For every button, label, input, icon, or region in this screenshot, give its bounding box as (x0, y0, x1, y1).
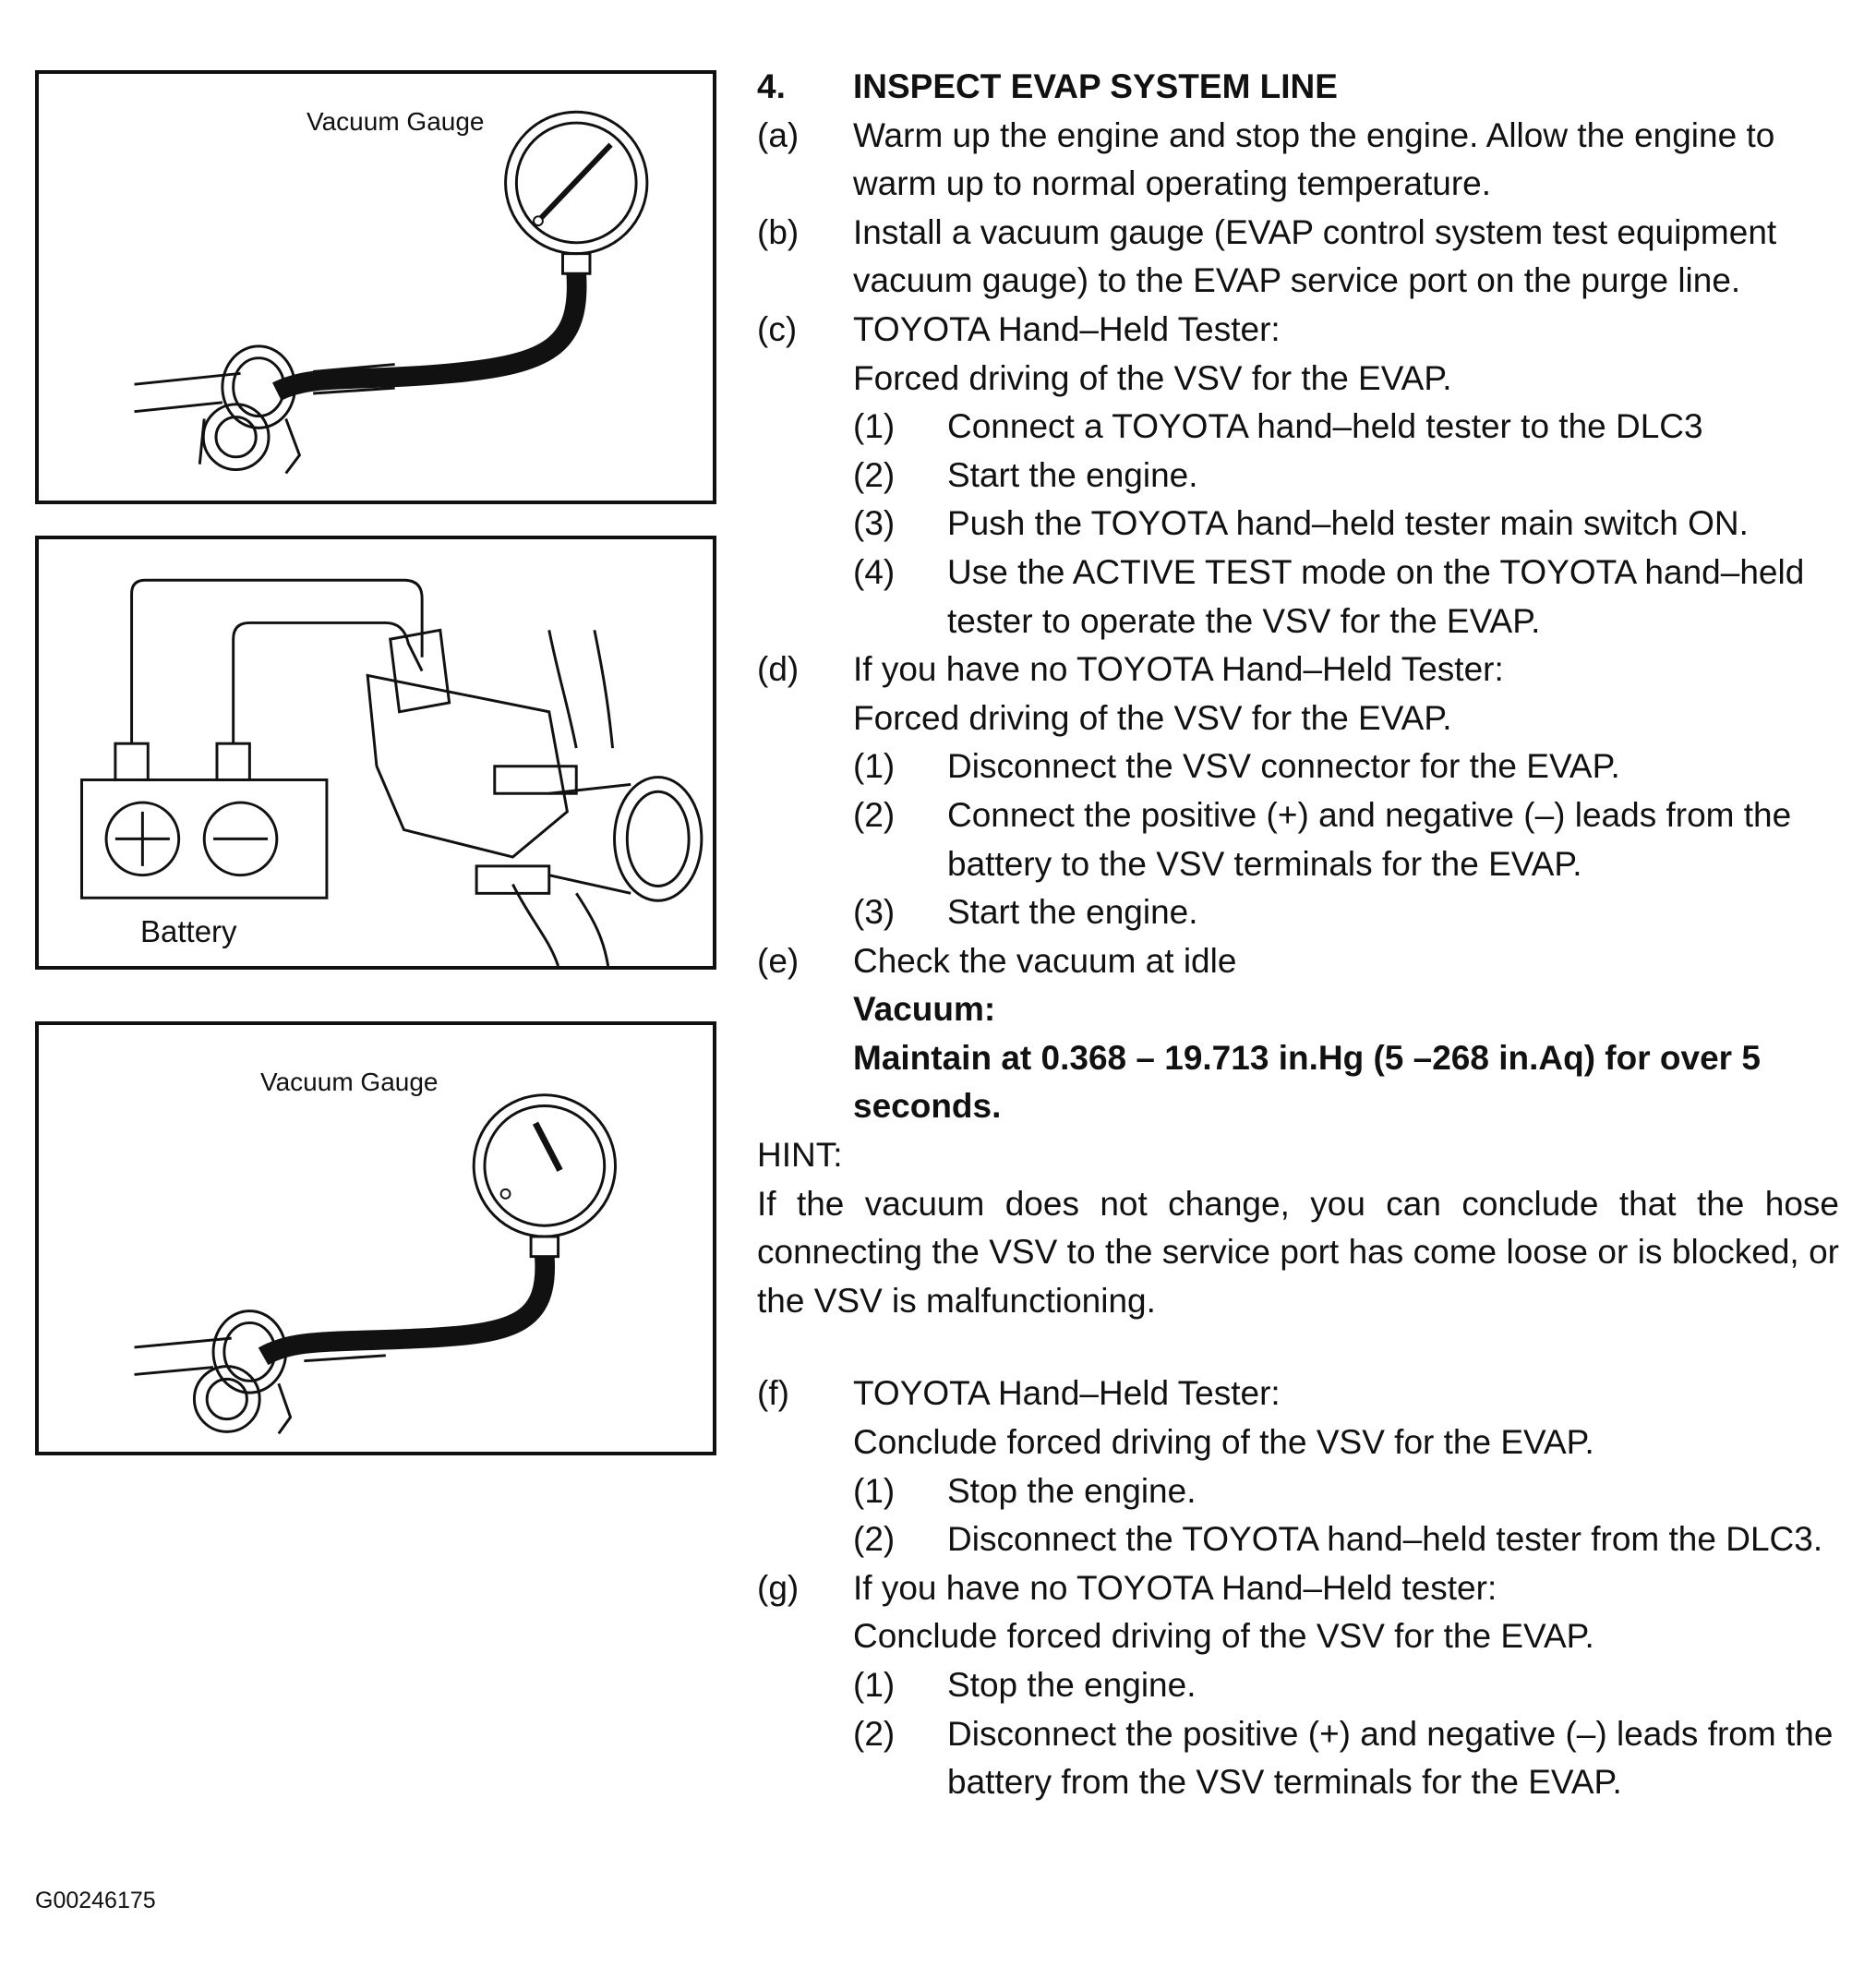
step-marker: (b) (757, 212, 800, 251)
vacuum-gauge-illustration (134, 110, 649, 475)
step-marker: (g) (757, 1568, 800, 1607)
vacuum-gauge-label: Vacuum Gauge (307, 107, 485, 136)
step-line: Forced driving of the VSV for the EVAP. (853, 698, 1452, 737)
substep: (4) Use the ACTIVE TEST mode on the TOYOT… (757, 549, 1839, 646)
battery-label: Battery (140, 914, 237, 948)
figure-battery-vsv-connection: Battery (35, 536, 716, 970)
section-number: 4. (757, 67, 786, 105)
figure-vacuum-gauge-connection: Vacuum Gauge (35, 70, 716, 504)
substep-marker: (1) (853, 407, 896, 446)
substep: (1) Connect a TOYOTA hand–held tester to … (757, 403, 1839, 452)
substep: (2) Disconnect the positive (+) and negat… (757, 1710, 1839, 1807)
substep-marker: (1) (853, 1666, 896, 1704)
step-marker: (c) (757, 309, 798, 348)
hint-text: If the vacuum does not change, you can c… (757, 1184, 1839, 1320)
step-f: (f) TOYOTA Hand–Held Tester: Conclude fo… (757, 1370, 1839, 1466)
step-line: If you have no TOYOTA Hand–Held Tester: (853, 650, 1504, 689)
step-line: If you have no TOYOTA Hand–Held tester: (853, 1568, 1497, 1607)
vacuum-gauge-reading-illustration (134, 1093, 617, 1435)
section-heading: 4. INSPECT EVAP SYSTEM LINE (757, 63, 1839, 112)
step-line: Check the vacuum at idle (853, 941, 1237, 980)
vacuum-gauge-label-bottom: Vacuum Gauge (260, 1068, 439, 1096)
step-d: (d) If you have no TOYOTA Hand–Held Test… (757, 646, 1839, 742)
substep-marker: (2) (853, 1714, 896, 1753)
step-marker: (e) (757, 941, 800, 980)
substep-text: Disconnect the positive (+) and negative… (947, 1714, 1834, 1802)
step-line: Forced driving of the VSV for the EVAP. (853, 358, 1452, 397)
battery-vsv-illustration (80, 578, 704, 966)
substep-marker: (3) (853, 893, 896, 932)
step-a: (a) Warm up the engine and stop the engi… (757, 112, 1839, 209)
substep-marker: (2) (853, 795, 896, 834)
substep-text: Use the ACTIVE TEST mode on the TOYOTA h… (947, 552, 1805, 640)
substep-text: Push the TOYOTA hand–held tester main sw… (947, 504, 1749, 543)
substep-text: Disconnect the TOYOTA hand–held tester f… (947, 1520, 1823, 1559)
substep-marker: (1) (853, 1471, 896, 1510)
substep-text: Disconnect the VSV connector for the EVA… (947, 747, 1620, 786)
step-text: Install a vacuum gauge (EVAP control sys… (853, 212, 1777, 300)
substep: (3) Start the engine. (757, 888, 1839, 937)
step-marker: (f) (757, 1374, 789, 1413)
substep: (2) Start the engine. (757, 452, 1839, 501)
substep-marker: (1) (853, 747, 896, 786)
substep-text: Start the engine. (947, 455, 1198, 494)
substep-text: Stop the engine. (947, 1471, 1197, 1510)
substep-text: Start the engine. (947, 893, 1198, 932)
step-e: (e) Check the vacuum at idle Vacuum: Mai… (757, 937, 1839, 1131)
section-title: INSPECT EVAP SYSTEM LINE (853, 67, 1338, 105)
spec-label: Vacuum: (853, 990, 996, 1029)
substep: (2) Disconnect the TOYOTA hand–held teste… (757, 1515, 1839, 1564)
step-text: Warm up the engine and stop the engine. … (853, 115, 1775, 203)
step-line: TOYOTA Hand–Held Tester: (853, 309, 1281, 348)
procedure-text: 4. INSPECT EVAP SYSTEM LINE (a) Warm up … (757, 63, 1839, 1807)
figure-vacuum-gauge-reading: Vacuum Gauge (35, 1021, 716, 1455)
substep-marker: (4) (853, 552, 896, 591)
step-c: (c) TOYOTA Hand–Held Tester: Forced driv… (757, 306, 1839, 403)
step-g: (g) If you have no TOYOTA Hand–Held test… (757, 1564, 1839, 1661)
substep-marker: (2) (853, 1520, 896, 1559)
step-marker: (a) (757, 115, 800, 154)
substep-text: Connect a TOYOTA hand–held tester to the… (947, 407, 1703, 446)
step-line: Conclude forced driving of the VSV for t… (853, 1423, 1594, 1462)
substep: (1) Stop the engine. (757, 1467, 1839, 1516)
substep-marker: (3) (853, 504, 896, 543)
hint-label: HINT: (757, 1136, 843, 1175)
substep-text: Stop the engine. (947, 1666, 1197, 1704)
substep: (1) Stop the engine. (757, 1661, 1839, 1710)
substep-text: Connect the positive (+) and negative (–… (947, 795, 1792, 883)
substep-marker: (2) (853, 455, 896, 494)
spec-value: Maintain at 0.368 – 19.713 in.Hg (5 –268… (853, 1038, 1761, 1126)
step-line: Conclude forced driving of the VSV for t… (853, 1617, 1594, 1656)
substep: (2) Connect the positive (+) and negative… (757, 791, 1839, 888)
step-line: TOYOTA Hand–Held Tester: (853, 1374, 1281, 1413)
step-marker: (d) (757, 650, 800, 689)
step-b: (b) Install a vacuum gauge (EVAP control… (757, 209, 1839, 306)
substep: (3) Push the TOYOTA hand–held tester main… (757, 500, 1839, 549)
substep: (1) Disconnect the VSV connector for the … (757, 742, 1839, 791)
figure-code: G00246175 (35, 1888, 156, 1913)
